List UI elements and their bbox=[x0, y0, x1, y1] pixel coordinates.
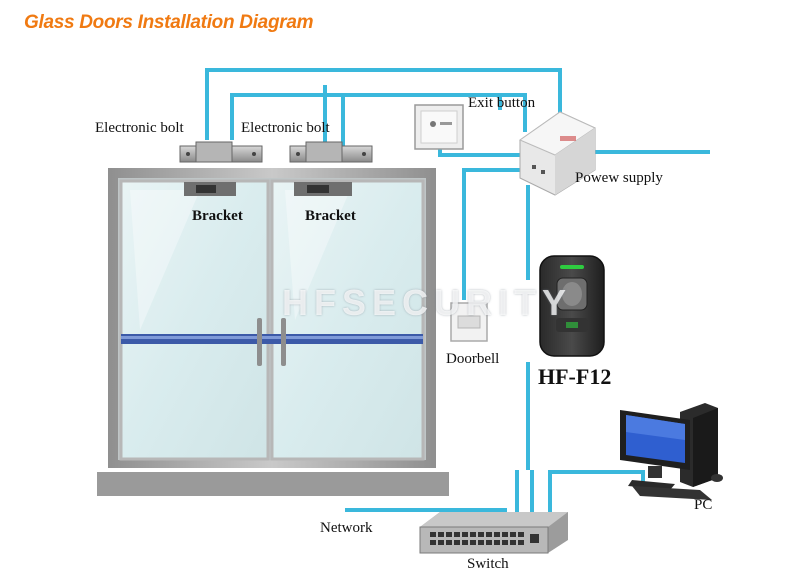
wire-doorbell bbox=[464, 170, 520, 300]
exit-button-device bbox=[415, 105, 463, 149]
label-bracket-left: Bracket bbox=[192, 208, 243, 225]
label-switch: Switch bbox=[467, 556, 509, 573]
label-pc: PC bbox=[694, 497, 712, 514]
network-switch-device bbox=[420, 512, 568, 553]
label-model: HF-F12 bbox=[538, 364, 611, 390]
label-bracket-right: Bracket bbox=[305, 208, 356, 225]
bracket-right bbox=[294, 182, 352, 196]
pc-device bbox=[620, 403, 723, 500]
label-network: Network bbox=[320, 520, 373, 537]
electronic-bolt-right-device bbox=[290, 142, 372, 162]
door-handle-left bbox=[257, 318, 262, 366]
electronic-bolt-left-device bbox=[180, 142, 262, 162]
diagram-title: Glass Doors Installation Diagram bbox=[24, 12, 313, 34]
label-power-supply: Powew supply bbox=[575, 170, 663, 187]
label-exit-button: Exit button bbox=[468, 95, 535, 112]
door-push-bar-highlight bbox=[121, 336, 423, 339]
watermark: HFSECURITY bbox=[282, 282, 572, 324]
door-handle-right bbox=[281, 318, 286, 366]
label-doorbell: Doorbell bbox=[446, 351, 499, 368]
floor bbox=[97, 472, 449, 496]
label-electronic-bolt-left: Electronic bolt bbox=[95, 120, 184, 137]
label-electronic-bolt-right: Electronic bolt bbox=[241, 120, 330, 137]
bracket-left bbox=[184, 182, 236, 196]
